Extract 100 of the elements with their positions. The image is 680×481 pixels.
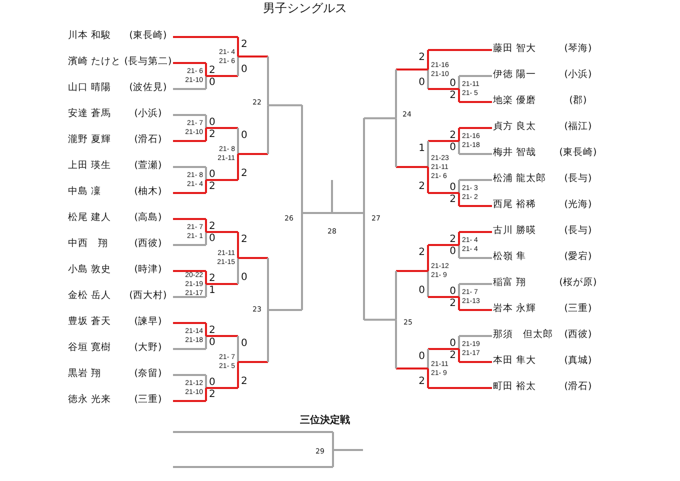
set-count: 0 [241,272,248,282]
player-name: 梅井 智哉 [493,147,536,159]
school-name: (波佐見) [129,82,167,94]
player-name: 瀧野 夏輝 [68,134,112,146]
school-name: (長与) [564,225,592,237]
player-name: 那須 但太郎 [493,329,553,341]
diagram-title: 男子シングルス [262,1,348,16]
player-name: 中島 凜 [68,186,102,198]
player-name: 徳永 光来 [68,394,112,406]
set-count: 2 [209,64,216,76]
set-count: 2 [450,234,456,244]
school-name: (奈留) [134,368,162,380]
set-count: 0 [209,116,216,128]
set-count: 2 [418,246,425,258]
set-count: 2 [209,220,216,232]
player-name: 山口 晴陽 [68,82,112,94]
player-name: 川本 和駿 [68,30,112,42]
school-name: (高島) [134,212,162,224]
set-count: 2 [450,298,456,308]
set-count: 2 [450,90,456,100]
school-name: (長与) [564,173,592,185]
player-name: 伊徳 陽一 [493,69,536,81]
set-count: 2 [209,324,216,336]
school-name: (真城) [564,355,592,367]
school-name: (滑石) [134,134,162,146]
school-name: (三重) [134,394,162,406]
set-count: 2 [241,38,248,50]
set-count: 0 [241,338,248,348]
school-name: (西彼) [564,329,592,341]
school-name: (小浜) [134,108,162,120]
school-name: (大野) [134,342,162,354]
set-count: 0 [450,338,456,348]
set-count: 2 [241,234,248,244]
school-name: (郡) [569,95,587,107]
school-name: (琴海) [564,43,592,55]
set-count: 2 [209,128,216,140]
school-name: (西彼) [134,238,162,250]
player-name: 濱崎 たけと [68,56,122,68]
player-name: 豊坂 蒼天 [68,316,112,328]
school-name: (光海) [564,199,592,211]
player-name: 本田 隼大 [493,355,536,367]
set-count: 2 [209,272,216,284]
set-count: 0 [418,350,425,362]
player-name: 貞方 良太 [493,121,536,133]
set-count: 1 [209,284,216,296]
player-name: 金松 岳人 [68,290,112,302]
player-name: 松嶺 隼 [493,251,526,263]
player-name: 安達 蒼馬 [68,108,112,120]
school-name: (小浜) [564,69,592,81]
player-name: 藤田 智大 [493,43,536,55]
set-count: 0 [450,286,456,296]
set-count: 2 [418,376,425,386]
school-name: (萱瀬) [134,160,162,172]
set-count: 2 [209,388,216,400]
school-name: (西大村) [129,290,167,302]
set-count: 2 [209,180,216,192]
school-name: (桜が原) [559,277,597,289]
set-count: 0 [450,246,456,256]
player-name: 小島 敦史 [68,264,112,276]
section-heading: 三位決定戦 [300,415,350,427]
player-name: 上田 瑛生 [68,160,112,172]
school-name: (長与第二) [124,56,172,68]
set-count: 0 [209,376,216,388]
school-name: (東長崎) [559,147,597,159]
set-count: 0 [450,182,456,192]
set-count: 2 [418,52,425,62]
set-count: 0 [418,76,425,88]
school-name: (諫早) [134,316,162,328]
set-count: 2 [450,130,456,140]
school-name: (滑石) [564,381,592,393]
player-name: 西尾 裕稀 [493,199,536,211]
set-count: 0 [450,142,456,152]
player-name: 松尾 建人 [68,212,112,224]
school-name: (福江) [564,121,592,133]
player-name: 岩本 永輝 [493,303,536,315]
school-name: (東長崎) [129,30,167,42]
set-count: 0 [418,284,425,296]
set-count: 0 [209,232,216,244]
school-name: (愛宕) [564,251,592,263]
set-count: 1 [418,142,425,154]
player-name: 松浦 龍太郎 [493,173,546,185]
set-count: 0 [241,130,248,140]
player-name: 町田 裕太 [493,381,536,393]
player-name: 古川 勝暎 [493,225,536,237]
set-count: 0 [241,64,248,74]
set-count: 0 [450,78,456,88]
school-name: (三重) [564,303,592,315]
player-name: 稲富 翔 [493,277,526,289]
set-count: 2 [450,194,456,204]
player-name: 中西 翔 [68,238,108,250]
school-name: (柚木) [134,186,162,198]
set-count: 2 [450,350,456,360]
player-name: 地楽 優磨 [493,95,536,107]
set-count: 2 [241,376,248,386]
set-count: 0 [209,336,216,348]
player-name: 谷垣 寛樹 [68,342,112,354]
set-count: 2 [241,168,248,178]
school-name: (時津) [134,264,162,276]
set-count: 0 [209,76,216,88]
set-count: 2 [418,180,425,192]
